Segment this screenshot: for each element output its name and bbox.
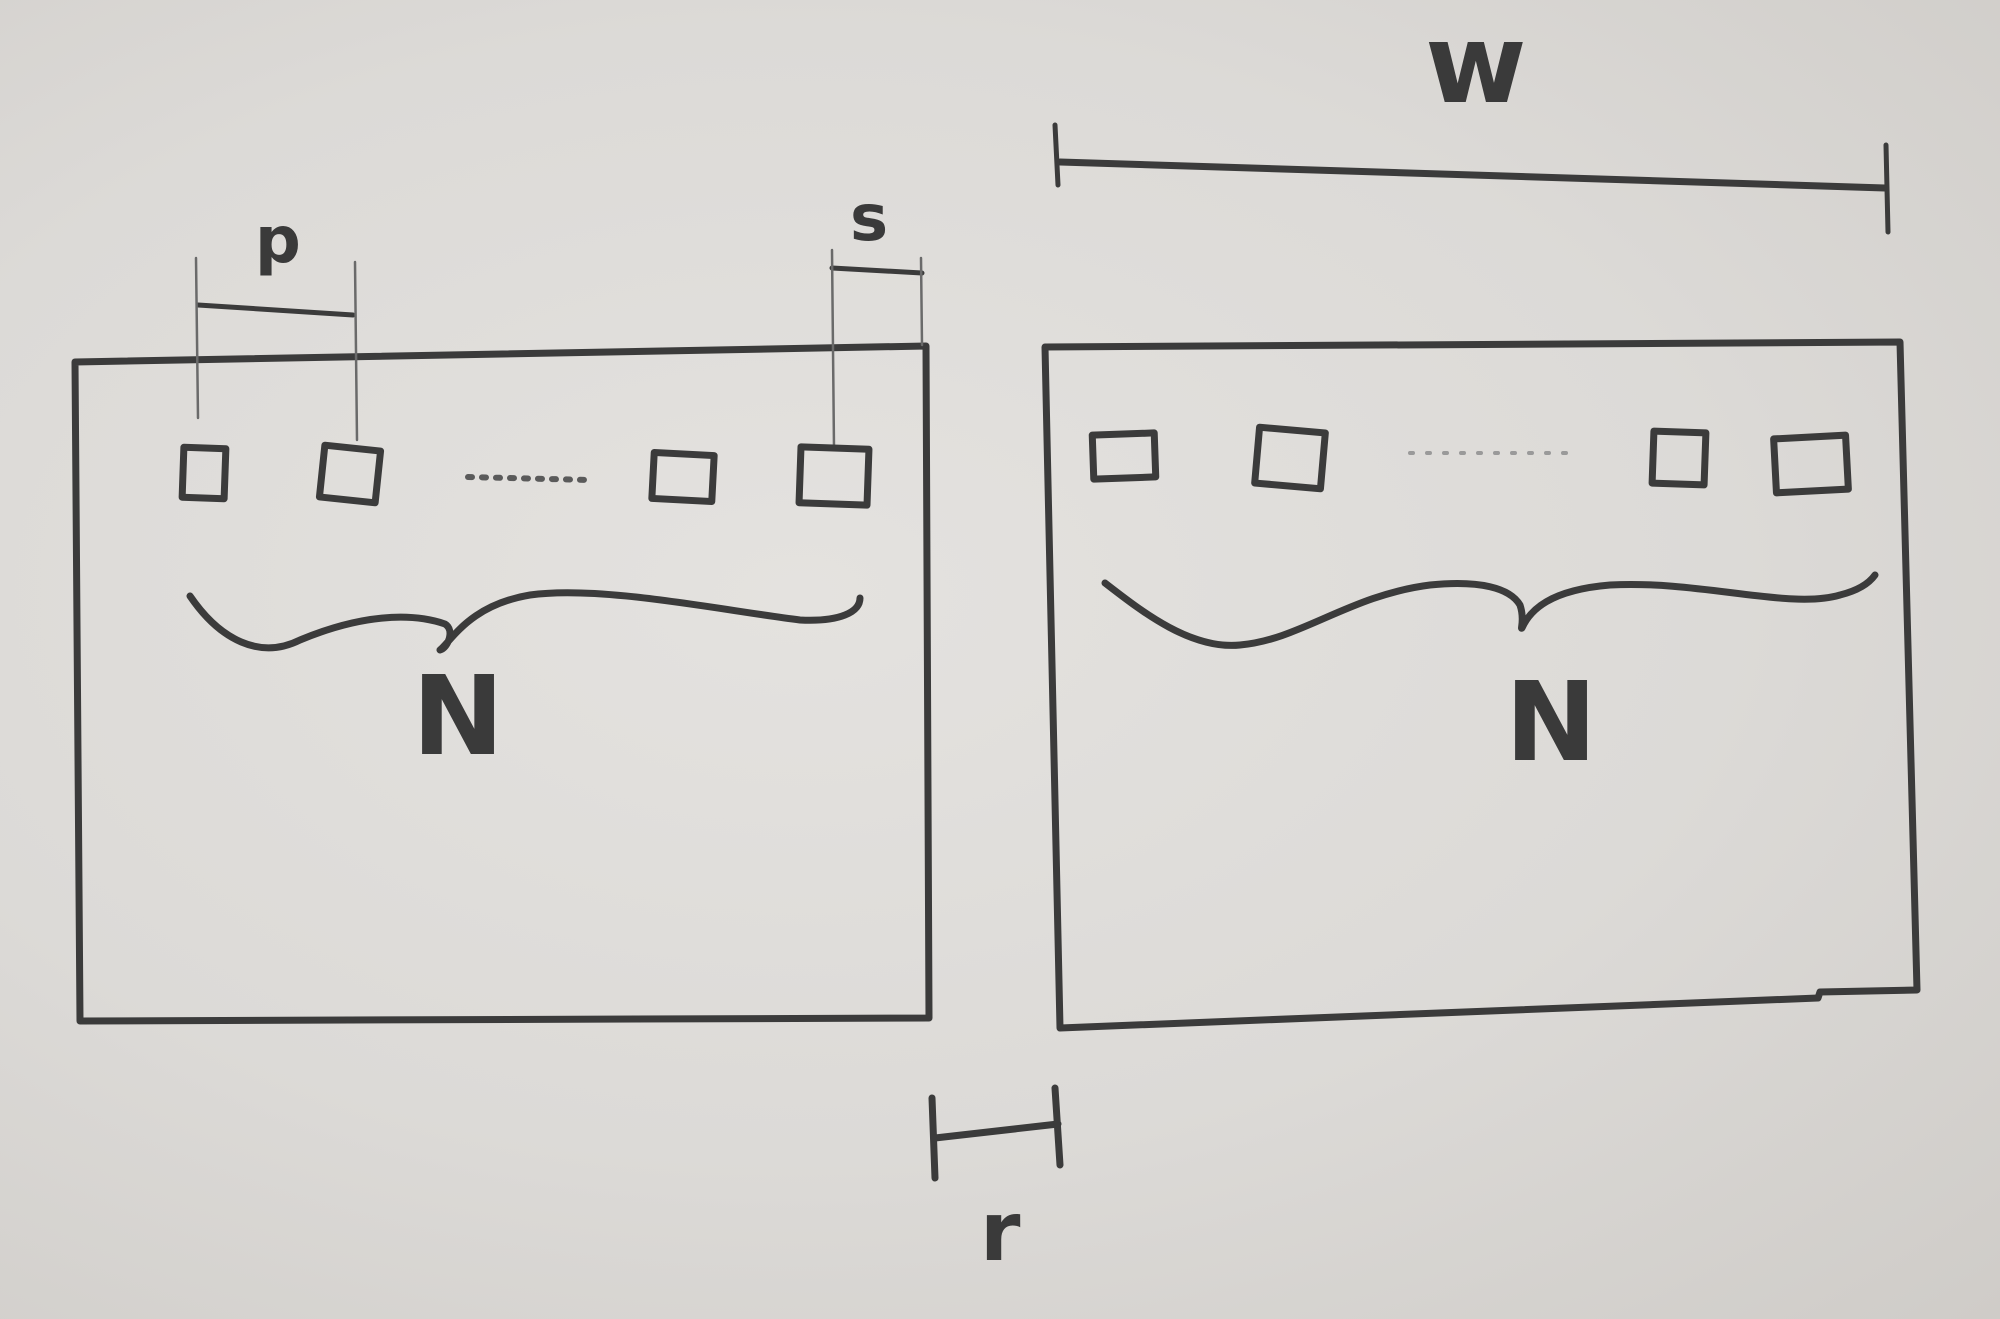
left-element: [178, 443, 230, 503]
right-element: [1088, 429, 1160, 483]
spacing-label: s: [850, 182, 888, 256]
right-element-row: [1088, 423, 1852, 497]
pitch-label: p: [255, 204, 301, 278]
right-panel-outline: [1041, 338, 1921, 1032]
left-count-label: N: [412, 652, 504, 780]
width-dimension: w: [1052, 0, 1891, 235]
left-element: [795, 443, 873, 509]
left-element: [315, 441, 385, 507]
left-panel: p s N: [71, 182, 933, 1025]
left-ellipsis: [465, 474, 593, 483]
gap-dimension: r: [928, 1084, 1064, 1280]
right-element: [1251, 423, 1329, 493]
width-label: w: [1425, 0, 1527, 128]
left-brace: [186, 589, 864, 654]
right-element: [1770, 431, 1852, 497]
right-brace: [1101, 571, 1879, 649]
left-element: [648, 448, 718, 506]
gap-label: r: [980, 1185, 1021, 1280]
left-panel-outline: [71, 342, 933, 1025]
right-element: [1648, 427, 1710, 489]
pitch-dimension: p: [194, 204, 359, 442]
right-count-label: N: [1505, 658, 1597, 786]
spacing-dimension: s: [829, 182, 925, 450]
left-element-row: [178, 441, 873, 509]
right-panel: w N: [1041, 0, 1921, 1032]
